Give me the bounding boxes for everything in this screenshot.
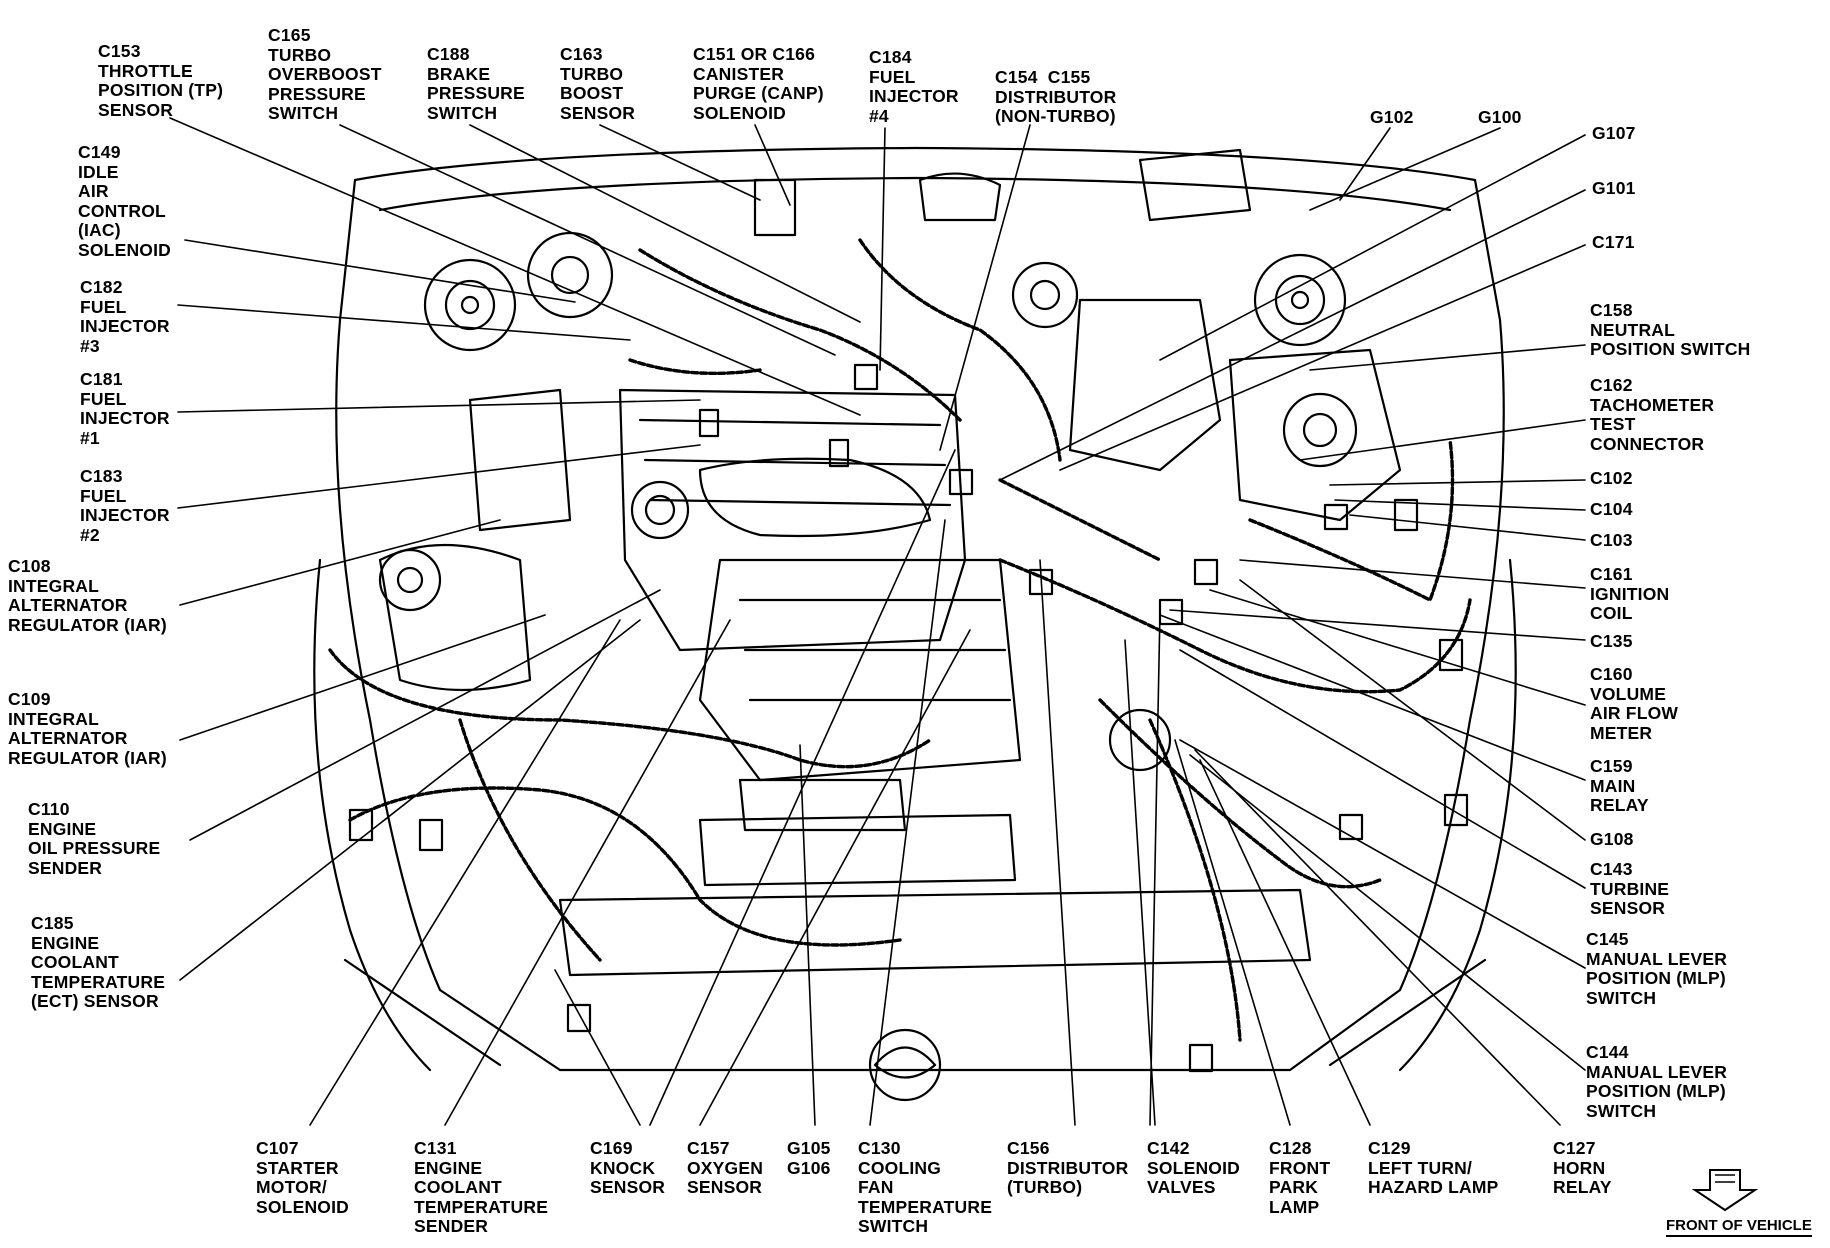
c135-label: C135 xyxy=(1590,631,1633,651)
c102-label: C102 xyxy=(1590,468,1633,488)
g107-label: G107 xyxy=(1592,123,1636,143)
c128-front-park-lamp-label: C128 FRONT PARK LAMP xyxy=(1269,1138,1331,1217)
c108-alternator-regulator-label: C108 INTEGRAL ALTERNATOR REGULATOR (IAR) xyxy=(8,556,167,635)
c185-ect-sensor-label: C185 ENGINE COOLANT TEMPERATURE (ECT) SE… xyxy=(31,913,166,1011)
c160-volume-air-flow-label: C160 VOLUME AIR FLOW METER xyxy=(1590,664,1679,743)
c158-neutral-position-label: C158 NEUTRAL POSITION SWITCH xyxy=(1590,300,1751,359)
g102-label: G102 xyxy=(1370,107,1414,127)
c165-turbo-overboost-label: C165 TURBO OVERBOOST PRESSURE SWITCH xyxy=(268,25,382,123)
c129-turn-hazard-lamp-label: C129 LEFT TURN/ HAZARD LAMP xyxy=(1368,1138,1499,1197)
c181-fuel-injector-1-label: C181 FUEL INJECTOR #1 xyxy=(80,369,170,448)
c161-ignition-coil-label: C161 IGNITION COIL xyxy=(1590,564,1670,623)
front-of-vehicle-label: FRONT OF VEHICLE xyxy=(1666,1217,1812,1237)
c104-label: C104 xyxy=(1590,499,1633,519)
c159-main-relay-label: C159 MAIN RELAY xyxy=(1590,756,1649,815)
c131-coolant-sender-label: C131 ENGINE COOLANT TEMPERATURE SENDER xyxy=(414,1138,549,1236)
c107-starter-motor-label: C107 STARTER MOTOR/ SOLENOID xyxy=(256,1138,349,1217)
c144-mlp-switch-label: C144 MANUAL LEVER POSITION (MLP) SWITCH xyxy=(1586,1042,1728,1121)
c103-label: C103 xyxy=(1590,530,1633,550)
c156-distributor-turbo-label: C156 DISTRIBUTOR (TURBO) xyxy=(1007,1138,1129,1197)
c154-distributor-label: C154 C155 DISTRIBUTOR (NON-TURBO) xyxy=(995,67,1117,126)
c163-turbo-boost-label: C163 TURBO BOOST SENSOR xyxy=(560,44,636,123)
c182-fuel-injector-3-label: C182 FUEL INJECTOR #3 xyxy=(80,277,170,356)
g101-label: G101 xyxy=(1592,178,1636,198)
c183-fuel-injector-2-label: C183 FUEL INJECTOR #2 xyxy=(80,466,170,545)
c145-mlp-switch-label: C145 MANUAL LEVER POSITION (MLP) SWITCH xyxy=(1586,929,1728,1008)
g108-label: G108 xyxy=(1590,829,1634,849)
c188-brake-pressure-label: C188 BRAKE PRESSURE SWITCH xyxy=(427,44,525,123)
c143-turbine-sensor-label: C143 TURBINE SENSOR xyxy=(1590,859,1670,918)
g100-label: G100 xyxy=(1478,107,1522,127)
c109-alternator-regulator-label: C109 INTEGRAL ALTERNATOR REGULATOR (IAR) xyxy=(8,689,167,768)
c169-knock-sensor-label: C169 KNOCK SENSOR xyxy=(590,1138,666,1197)
c127-horn-relay-label: C127 HORN RELAY xyxy=(1553,1138,1612,1197)
c171-label: C171 xyxy=(1592,232,1635,252)
c130-cooling-fan-switch-label: C130 COOLING FAN TEMPERATURE SWITCH xyxy=(858,1138,993,1236)
down-arrow-icon xyxy=(1691,1169,1759,1212)
c153-throttle-position-label: C153 THROTTLE POSITION (TP) SENSOR xyxy=(98,41,224,120)
c151-canister-purge-label: C151 OR C166 CANISTER PURGE (CANP) SOLEN… xyxy=(693,44,824,123)
c110-oil-pressure-sender-label: C110 ENGINE OIL PRESSURE SENDER xyxy=(28,799,161,878)
c149-idle-air-control-label: C149 IDLE AIR CONTROL (IAC) SOLENOID xyxy=(78,142,171,260)
g105-g106-label: G105 G106 xyxy=(787,1138,831,1178)
c142-solenoid-valves-label: C142 SOLENOID VALVES xyxy=(1147,1138,1240,1197)
c184-fuel-injector-4-label: C184 FUEL INJECTOR #4 xyxy=(869,47,959,126)
c162-tachometer-test-label: C162 TACHOMETER TEST CONNECTOR xyxy=(1590,375,1715,454)
c157-oxygen-sensor-label: C157 OXYGEN SENSOR xyxy=(687,1138,764,1197)
